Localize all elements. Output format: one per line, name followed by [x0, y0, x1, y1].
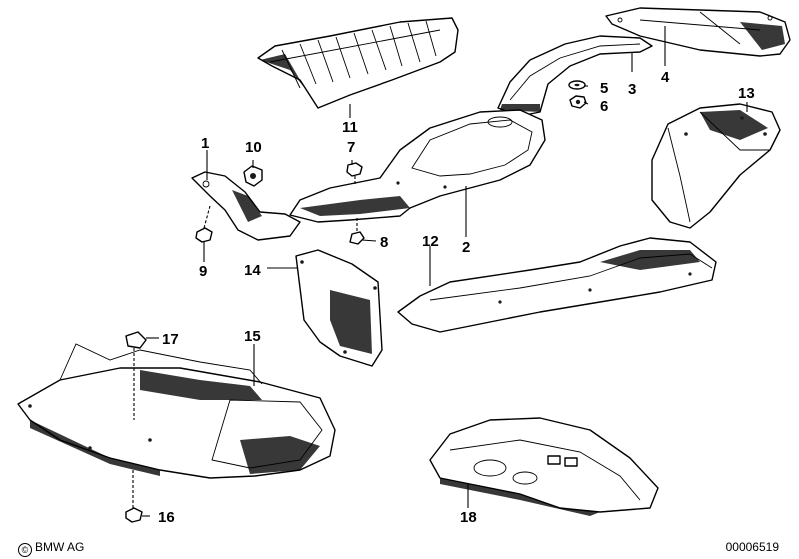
part-11-heat-shield	[257, 17, 459, 109]
part-4-shield	[605, 7, 791, 57]
callout-13: 13	[738, 85, 755, 102]
part-17-clip-nut	[125, 331, 147, 420]
document-number: 00006519	[725, 540, 779, 554]
part-18-rear-guard	[429, 417, 659, 516]
part-13-side-shield	[651, 103, 781, 229]
part-16-bolt	[125, 470, 143, 523]
part-1-front-bracket	[191, 171, 301, 241]
part-7-bolt	[346, 162, 363, 186]
callout-18: 18	[460, 509, 477, 526]
callout-3: 3	[628, 81, 636, 98]
callout-16: 16	[158, 509, 175, 526]
part-8-screw	[349, 218, 365, 245]
part-10-clip	[243, 165, 263, 187]
callout-14: 14	[244, 262, 261, 279]
callout-8: 8	[380, 234, 388, 251]
part-2-tunnel-cover	[289, 109, 546, 223]
part-9-bolt	[195, 205, 213, 243]
part-15-underguard	[17, 343, 336, 479]
callout-4: 4	[661, 69, 670, 86]
part-5-washer	[568, 80, 586, 90]
part-6-nut	[569, 95, 587, 109]
copyright-symbol: ©	[18, 543, 32, 557]
callout-17: 17	[162, 331, 179, 348]
callout-9: 9	[199, 263, 207, 280]
callout-7: 7	[347, 139, 355, 156]
callout-12: 12	[422, 233, 439, 250]
copyright-notice: ©BMW AG	[18, 540, 84, 557]
callout-6: 6	[600, 98, 608, 115]
callout-labels: 1 2 3 4 5 6 7 8 9 10 11 12 13 14 15 16 1…	[158, 69, 755, 526]
part-14-shield	[295, 249, 383, 367]
callout-11: 11	[342, 119, 358, 136]
callout-15: 15	[244, 328, 261, 345]
callout-1: 1	[201, 135, 209, 152]
leader-lines	[142, 26, 748, 517]
callout-5: 5	[600, 80, 608, 97]
callout-2: 2	[462, 239, 470, 256]
callout-10: 10	[245, 139, 262, 156]
part-12-floor-panel	[397, 237, 717, 333]
copyright-text: BMW AG	[35, 540, 85, 554]
